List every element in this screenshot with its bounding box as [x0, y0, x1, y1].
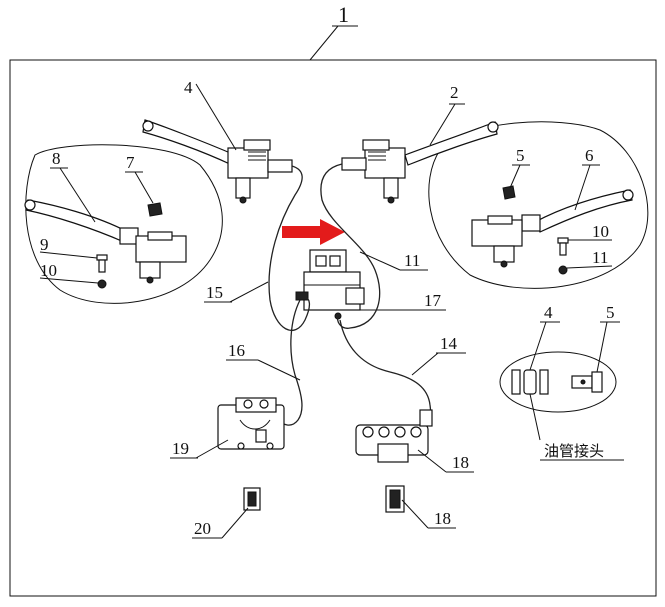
leader-3 — [195, 83, 237, 151]
left-brake-lever — [24, 199, 187, 284]
leader-19 — [195, 439, 229, 459]
callout-20: 20 — [194, 519, 211, 538]
right-master-cylinder — [341, 121, 499, 204]
callout-12: 11 — [404, 251, 420, 270]
callout-13: 14 — [440, 334, 458, 353]
right-lever-group-outline — [428, 121, 649, 289]
right-brake-lever — [471, 189, 634, 268]
leader-11-left — [39, 277, 99, 284]
right-pivot-bolt — [557, 237, 569, 256]
callout-1: 1 — [338, 2, 349, 27]
leader-13 — [411, 352, 439, 376]
red-arrow-icon — [282, 219, 345, 245]
callout-6: 5 — [516, 146, 525, 165]
brake-hoses — [268, 163, 432, 433]
callout-10-right: 10 — [592, 222, 609, 241]
callout-18-label: 18 — [434, 509, 451, 528]
leader-10-left — [39, 251, 98, 259]
leader-4 — [529, 321, 547, 371]
callout-9: 8 — [52, 149, 61, 168]
oil-pipe-joint-label: 油管接头 — [544, 442, 604, 460]
left-brake-pad — [243, 487, 261, 511]
left-lever-group-outline — [25, 144, 223, 304]
diagram-frame — [9, 59, 657, 597]
leader-oil-pipe-joint — [529, 393, 541, 441]
leader-12 — [359, 251, 401, 271]
callout-19: 19 — [172, 439, 189, 458]
leader-8 — [574, 164, 591, 211]
left-pivot-nut — [97, 279, 107, 289]
callout-14: 15 — [206, 283, 223, 302]
callout-7: 7 — [126, 153, 135, 172]
leader-17 — [417, 449, 447, 473]
callout-16: 17 — [424, 291, 442, 310]
callout-11-right: 11 — [592, 248, 608, 267]
leader-11-right — [566, 265, 613, 269]
leader-9 — [59, 167, 96, 223]
leader-5 — [596, 321, 608, 373]
right-pivot-nut — [558, 265, 568, 275]
callout-11-left: 10 — [40, 261, 57, 280]
right-brake-switch — [502, 185, 516, 200]
hydraulic-control-unit — [295, 249, 365, 320]
callout-2: 2 — [450, 83, 459, 102]
right-brake-pad — [385, 485, 405, 513]
banjo-bolt — [571, 371, 603, 393]
callout-15: 16 — [228, 341, 245, 360]
leader-20 — [221, 507, 249, 539]
banjo-fitting — [511, 369, 549, 395]
right-brake-caliper — [355, 409, 433, 463]
left-master-cylinder — [142, 119, 293, 204]
leader-6 — [509, 164, 521, 189]
leader-7 — [134, 171, 154, 204]
callout-5: 5 — [606, 303, 615, 322]
leader-14 — [229, 281, 269, 303]
left-pivot-bolt — [96, 254, 108, 273]
left-brake-switch — [147, 202, 163, 217]
leader-1 — [309, 25, 339, 61]
leader-2 — [429, 103, 456, 146]
leader-18 — [401, 499, 429, 529]
oil-pipe-joint-detail-outline — [499, 351, 617, 413]
callout-10-left: 9 — [40, 235, 49, 254]
leader-15 — [257, 359, 301, 381]
callout-17: 18 — [452, 453, 469, 472]
callout-4-label: 4 — [544, 303, 553, 322]
callout-8: 6 — [585, 146, 594, 165]
left-brake-caliper — [217, 397, 285, 450]
callout-3: 4 — [184, 78, 193, 97]
